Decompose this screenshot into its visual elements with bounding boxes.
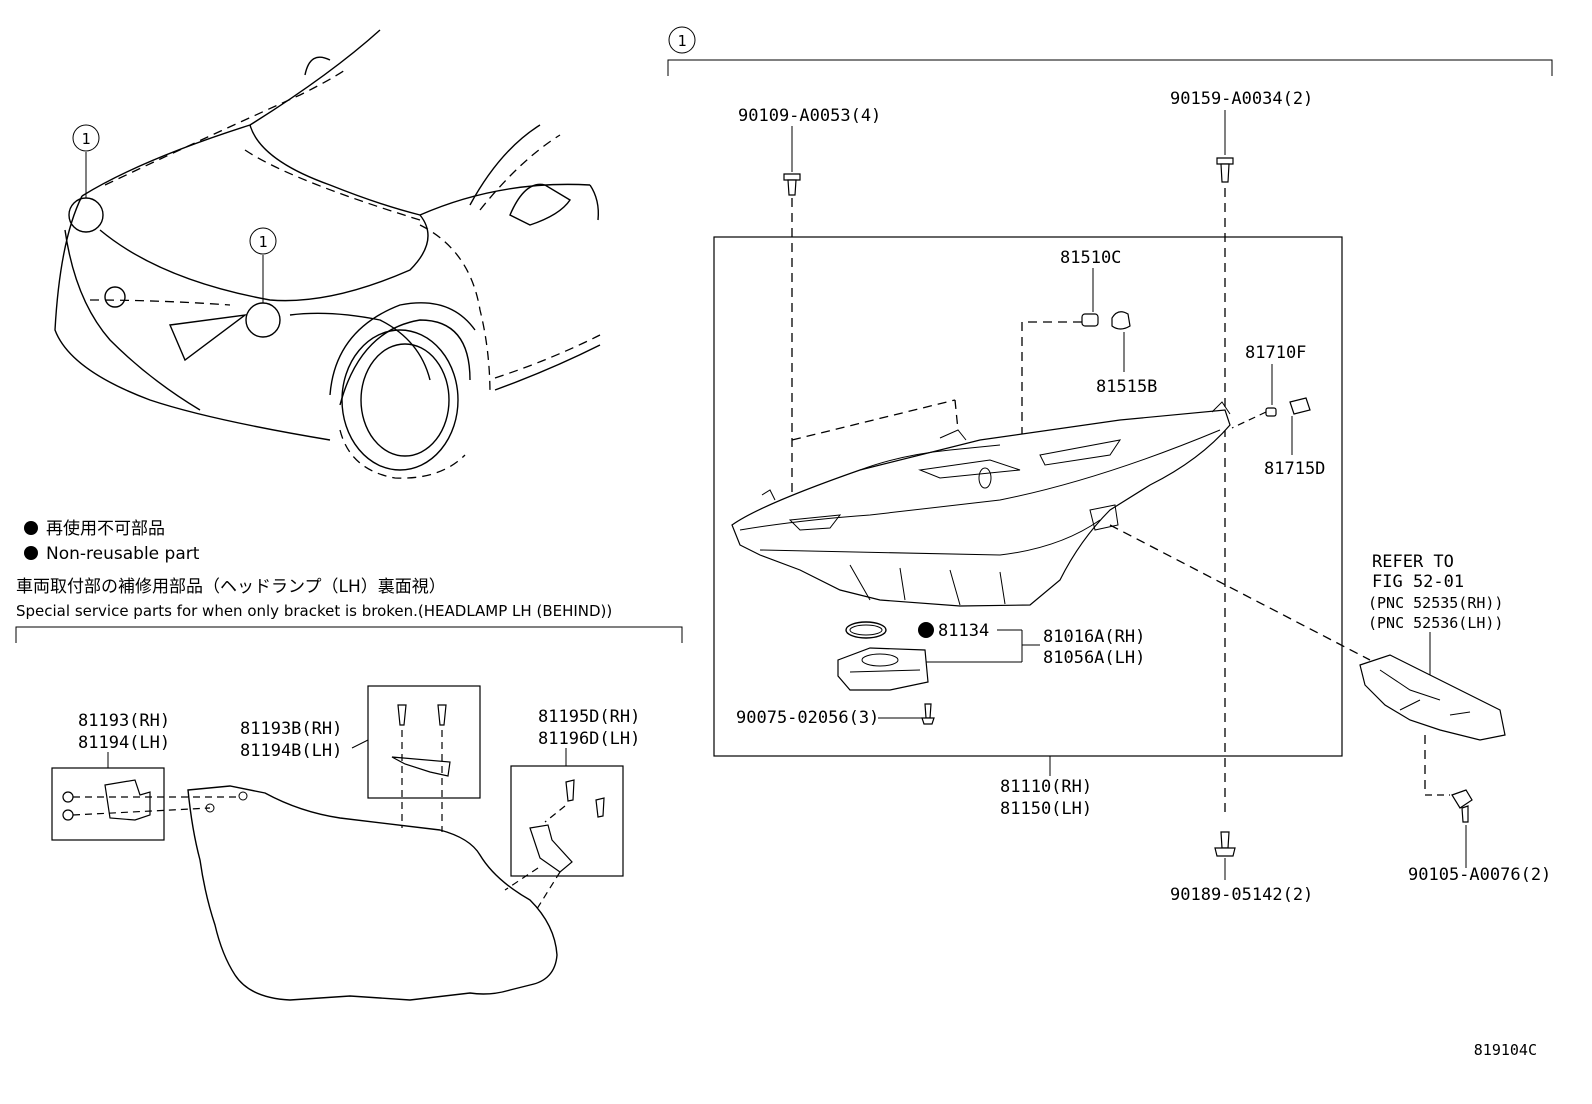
label-90159: 90159-A0034(2) xyxy=(1170,89,1313,109)
label-81515B: 81515B xyxy=(1096,377,1157,397)
label-81510C: 81510C xyxy=(1060,248,1121,268)
legend-non-reusable-jp: 再使用不可部品 xyxy=(46,518,165,539)
headlamp-assembly-group: 1 90109-A0053(4) 90159-A0034(2) 81510C 8… xyxy=(667,26,1553,905)
bracket-52535-icon xyxy=(1359,654,1506,741)
bulb-81710F-icon xyxy=(1265,397,1311,417)
legend-service-parts-en: Special service parts for when only brac… xyxy=(16,602,612,620)
label-81194B: 81194B(LH) xyxy=(240,741,342,761)
callout-number-1a: 1 xyxy=(81,130,90,148)
figure-code: 819104C xyxy=(1474,1041,1537,1059)
label-81710F: 81710F xyxy=(1245,343,1306,363)
legend: 再使用不可部品 Non-reusable part 車両取付部の補修用部品（ヘッ… xyxy=(15,518,683,643)
label-81134: 81134 xyxy=(938,621,989,641)
bracket-81193B-icon xyxy=(391,704,451,832)
vehicle-front-illustration: 1 1 xyxy=(54,29,601,479)
legend-non-reusable-en: Non-reusable part xyxy=(46,544,200,564)
non-reusable-dot-icon xyxy=(918,622,934,638)
headlamp-parts-box xyxy=(713,236,1343,757)
refer-to-line4: (PNC 52536(LH)) xyxy=(1368,614,1503,632)
non-reusable-dot-icon xyxy=(24,521,38,535)
screw-90159-icon xyxy=(1216,157,1234,183)
gasket-81134-icon xyxy=(845,621,887,639)
headlamp-housing-outline xyxy=(187,785,558,1001)
label-81016A: 81016A(RH) xyxy=(1043,627,1145,647)
callout-number-1b: 1 xyxy=(258,233,267,251)
callout-number-assembly: 1 xyxy=(677,32,686,50)
label-81056A: 81056A(LH) xyxy=(1043,648,1145,668)
label-81110: 81110(RH) xyxy=(1000,777,1092,797)
screw-90105-icon xyxy=(1451,789,1473,823)
refer-to-line2: FIG 52-01 xyxy=(1372,572,1464,592)
non-reusable-dot-icon xyxy=(24,546,38,560)
bulb-81510C-icon xyxy=(1081,311,1131,330)
refer-to-line3: (PNC 52535(RH)) xyxy=(1368,594,1503,612)
screw-90189-icon xyxy=(1214,831,1236,857)
label-90109: 90109-A0053(4) xyxy=(738,106,881,126)
screw-90109-icon xyxy=(783,173,801,196)
legend-service-parts-jp: 車両取付部の補修用部品（ヘッドランプ（LH）裏面視） xyxy=(16,576,446,597)
bracket-81195D-icon xyxy=(504,779,605,913)
label-81194: 81194(LH) xyxy=(78,733,170,753)
label-81193B: 81193B(RH) xyxy=(240,719,342,739)
label-90105: 90105-A0076(2) xyxy=(1408,865,1551,885)
module-81016A-icon xyxy=(837,647,929,691)
label-90189: 90189-05142(2) xyxy=(1170,885,1313,905)
bracket-81193-icon xyxy=(62,779,240,821)
label-81196D: 81196D(LH) xyxy=(538,729,640,749)
headlamp-unit-icon xyxy=(731,401,1231,607)
label-81193: 81193(RH) xyxy=(78,711,170,731)
label-81195D: 81195D(RH) xyxy=(538,707,640,727)
label-81150: 81150(LH) xyxy=(1000,799,1092,819)
label-90075: 90075-02056(3) xyxy=(736,708,879,728)
screw-90075-icon xyxy=(921,703,935,725)
label-81715D: 81715D xyxy=(1264,459,1325,479)
refer-to-line1: REFER TO xyxy=(1372,552,1454,572)
bracket-service-parts: 81193(RH) 81194(LH) 81193B(RH) 81194B(LH… xyxy=(51,685,640,1001)
